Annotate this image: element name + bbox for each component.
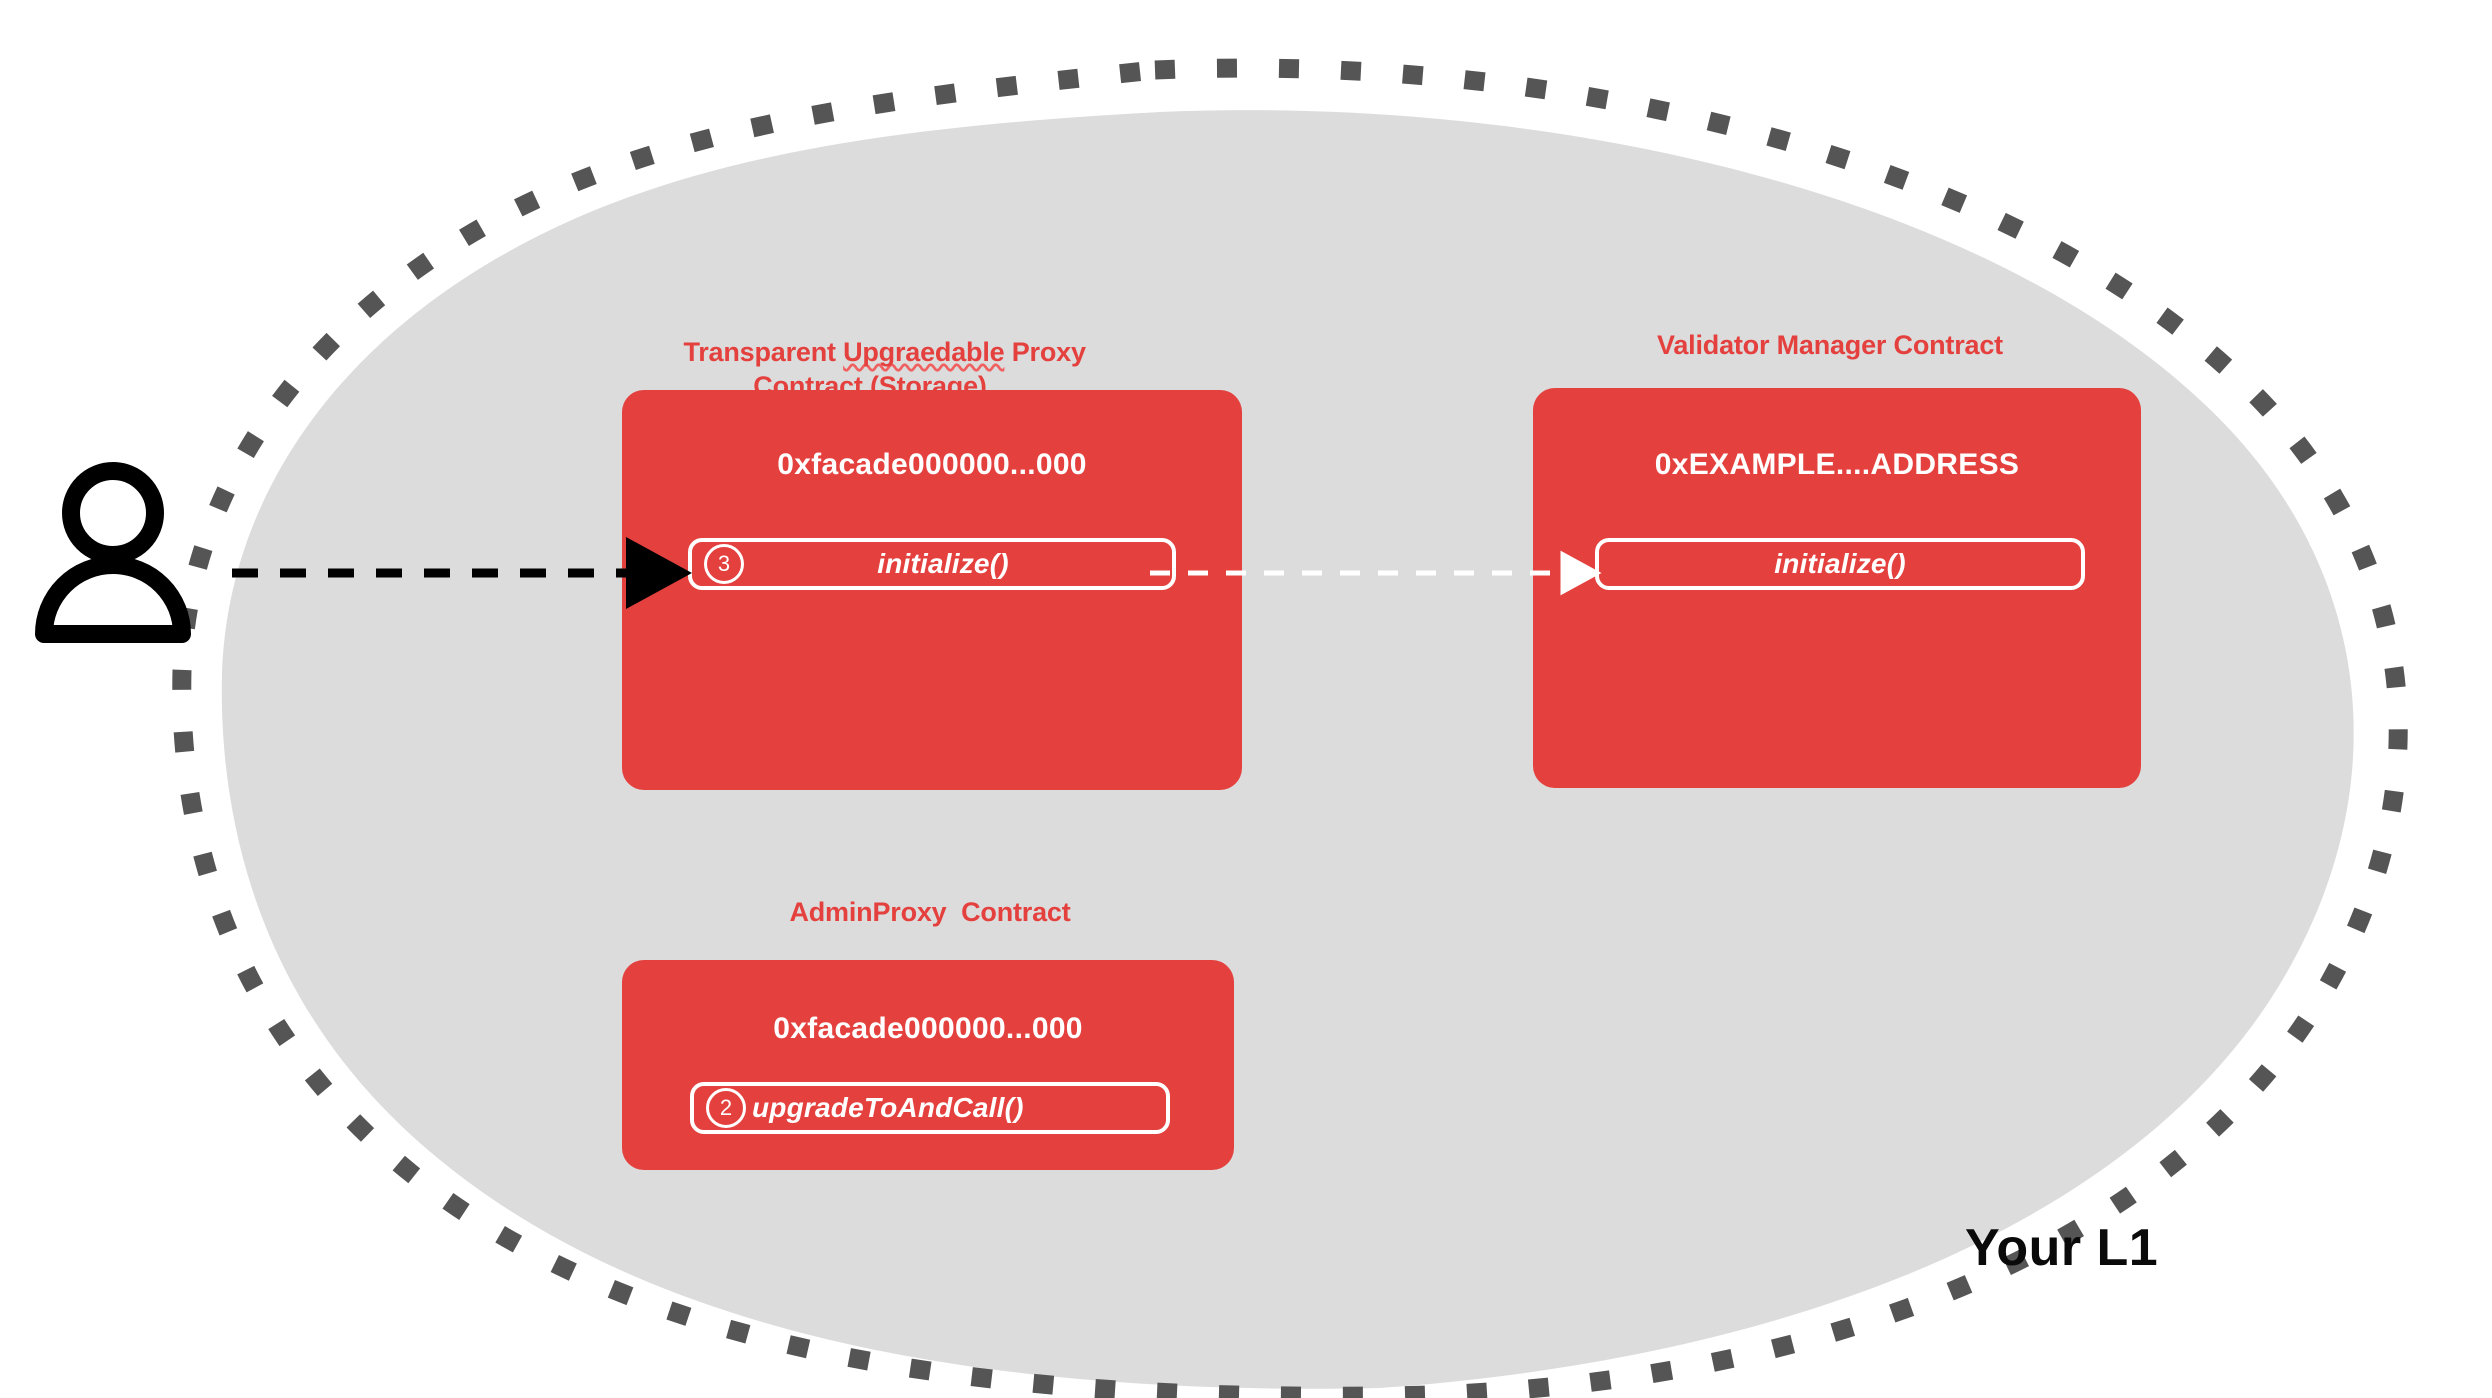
admin-proxy-address: 0xfacade000000...000 <box>773 1012 1083 1045</box>
validator-manager-title: Validator Manager Contract <box>1657 330 2003 360</box>
validator-manager-address: 0xEXAMPLE....ADDRESS <box>1654 448 2020 481</box>
admin-proxy-upgrade-label: upgradeToAndCall() <box>752 1092 1024 1123</box>
card-validator-manager[interactable]: 0xEXAMPLE....ADDRESS initialize() <box>1533 388 2141 788</box>
step-badge-2: 2 <box>706 1088 746 1128</box>
validator-manager-initialize-pill[interactable]: initialize() <box>1595 538 2085 590</box>
transparent-proxy-title-post: Proxy <box>1004 336 1086 367</box>
l1-boundary-label: Your L1 <box>1965 1219 2159 1277</box>
card-admin-proxy[interactable]: 0xfacade000000...000 2 upgradeToAndCall(… <box>622 960 1234 1170</box>
transparent-proxy-initialize-pill[interactable]: 3 initialize() <box>688 538 1176 590</box>
transparent-proxy-title-misspelled: Upgraedable <box>843 336 1005 367</box>
admin-proxy-title: AdminProxy Contract <box>789 897 1071 927</box>
admin-proxy-upgrade-pill[interactable]: 2 upgradeToAndCall() <box>690 1082 1170 1134</box>
card-transparent-proxy[interactable]: 0xfacade000000...000 3 initialize() <box>622 390 1242 790</box>
transparent-proxy-title-pre: Transparent <box>683 336 844 367</box>
validator-manager-initialize-label: initialize() <box>1774 548 1906 579</box>
transparent-proxy-address: 0xfacade000000...000 <box>777 448 1087 481</box>
user-icon <box>35 462 191 643</box>
transparent-proxy-initialize-label: initialize() <box>877 548 1009 579</box>
step-badge-3: 3 <box>704 544 744 584</box>
